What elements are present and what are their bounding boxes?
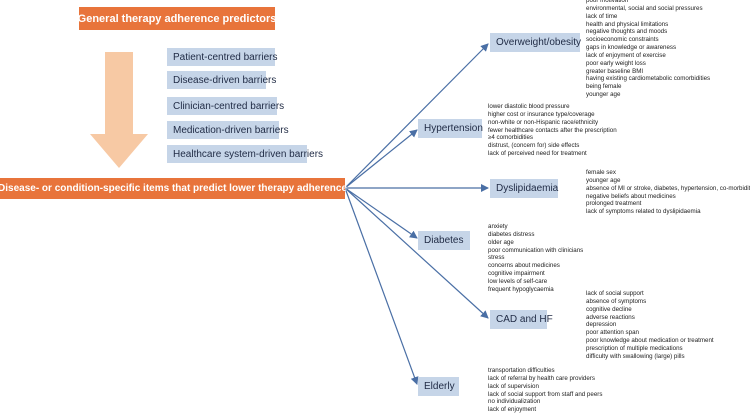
category-dyslipidaemia: Dyslipidaemia	[490, 179, 558, 198]
header-title: General therapy adherence predictors	[77, 12, 277, 25]
list-item: younger age	[586, 91, 621, 99]
list-item: lack of time	[586, 12, 618, 20]
barrier-patient: Patient-centred barriers	[167, 48, 278, 66]
list-item: lack of enjoyment of exercise	[586, 51, 666, 59]
list-item: negative thoughts and moods	[586, 28, 668, 36]
list-item: cognitive decline	[586, 305, 632, 313]
list-item: no individualization	[488, 398, 541, 406]
list-item: lack of symptoms related to dyslipidaemi…	[586, 208, 701, 216]
connector-elderly	[344, 187, 419, 385]
list-item: ≥4 comorbidities	[488, 134, 534, 142]
main-label-text: Disease- or condition-specific items tha…	[0, 183, 347, 194]
list-item: poor communication with clinicians	[488, 246, 584, 254]
list-item: poor motivation	[586, 0, 629, 4]
list-item: stress	[488, 254, 505, 262]
connector-overweight	[344, 43, 489, 189]
connector-diabetes	[344, 187, 418, 239]
barrier-clinician: Clinician-centred barriers	[167, 97, 284, 115]
list-item: prolonged treatment	[586, 200, 642, 208]
category-hypertension: Hypertension	[418, 119, 483, 138]
barrier-label: Clinician-centred barriers	[173, 100, 285, 112]
list-item: depression	[586, 321, 617, 329]
list-item: greater baseline BMI	[586, 67, 644, 75]
list-item: diabetes distress	[488, 230, 535, 238]
barrier-label: Patient-centred barriers	[173, 51, 278, 63]
list-item: fewer healthcare contacts after the pres…	[488, 126, 617, 134]
list-item: non-white or non-Hispanic race/ethnicity	[488, 118, 599, 126]
list-item: health and physical limitations	[586, 20, 669, 28]
list-item: poor attention span	[586, 329, 639, 337]
list-item: younger age	[586, 176, 621, 184]
list-item: older age	[488, 238, 514, 246]
down-arrow	[90, 52, 148, 168]
list-item: transportation difficulties	[488, 367, 555, 374]
category-label: CAD and HF	[496, 314, 553, 325]
list-item: poor early weight loss	[586, 59, 646, 67]
list-item: lack of enjoyment	[488, 406, 537, 414]
list-item: lack of social support from staff and pe…	[488, 390, 603, 398]
barrier-label: Disease-driven barriers	[173, 74, 277, 86]
list-item: low levels of self-care	[488, 277, 548, 285]
list-item: female sex	[586, 169, 616, 176]
list-item: absence of symptoms	[586, 297, 647, 305]
list-item: lack of perceived need for treatment	[488, 150, 587, 158]
barrier-label: Healthcare system-driven barriers	[173, 148, 324, 160]
list-item: poor knowledge about medication or treat…	[586, 337, 714, 345]
main-label: Disease- or condition-specific items tha…	[0, 178, 347, 199]
list-item: gaps in knowledge or awareness	[586, 44, 677, 52]
connector-hypertension	[344, 129, 418, 189]
list-item: lack of social support	[586, 290, 644, 297]
list-item: absence of MI or stroke, diabetes, hyper…	[586, 184, 750, 192]
list-item: cognitive impairment	[488, 270, 545, 278]
barrier-healthcare: Healthcare system-driven barriers	[167, 145, 323, 163]
list-item: concerns about medicines	[488, 262, 560, 270]
list-item: environmental, social and social pressur…	[586, 4, 703, 12]
list-item: having existing cardiometabolic comorbid…	[586, 75, 711, 83]
barrier-medication: Medication-driven barriers	[167, 121, 289, 139]
list-item: adverse reactions	[586, 313, 635, 321]
category-label: Elderly	[424, 381, 455, 392]
category-label: Diabetes	[424, 235, 464, 246]
list-item: being female	[586, 83, 622, 91]
list-item: distrust, (concern for) side effects	[488, 142, 580, 150]
list-item: socioeconomic constraints	[586, 36, 659, 44]
category-label: Dyslipidaemia	[496, 183, 559, 194]
barrier-disease: Disease-driven barriers	[167, 71, 276, 89]
category-overweight-obesity: Overweight/obesity	[490, 33, 582, 52]
list-item: prescription of multiple medications	[586, 344, 683, 352]
list-item: lack of referral by health care provider…	[488, 374, 595, 382]
category-label: Hypertension	[424, 123, 483, 134]
list-item: difficulty with swallowing (large) pills	[586, 352, 685, 360]
list-item: negative beliefs about medicines	[586, 192, 676, 200]
connector-cad-hf	[344, 187, 489, 319]
barrier-label: Medication-driven barriers	[173, 124, 289, 136]
category-diabetes: Diabetes	[418, 231, 470, 250]
general-predictors-header: General therapy adherence predictors	[77, 7, 277, 30]
list-item: frequent hypoglycaemia	[488, 285, 554, 293]
list-item: higher cost or insurance type/coverage	[488, 110, 595, 118]
category-cad-hf: CAD and HF	[490, 310, 553, 329]
category-elderly: Elderly	[418, 377, 459, 396]
category-label: Overweight/obesity	[496, 37, 582, 48]
list-item: anxiety	[488, 223, 508, 230]
list-item: lower diastolic blood pressure	[488, 103, 570, 110]
list-item: lack of supervision	[488, 382, 539, 390]
